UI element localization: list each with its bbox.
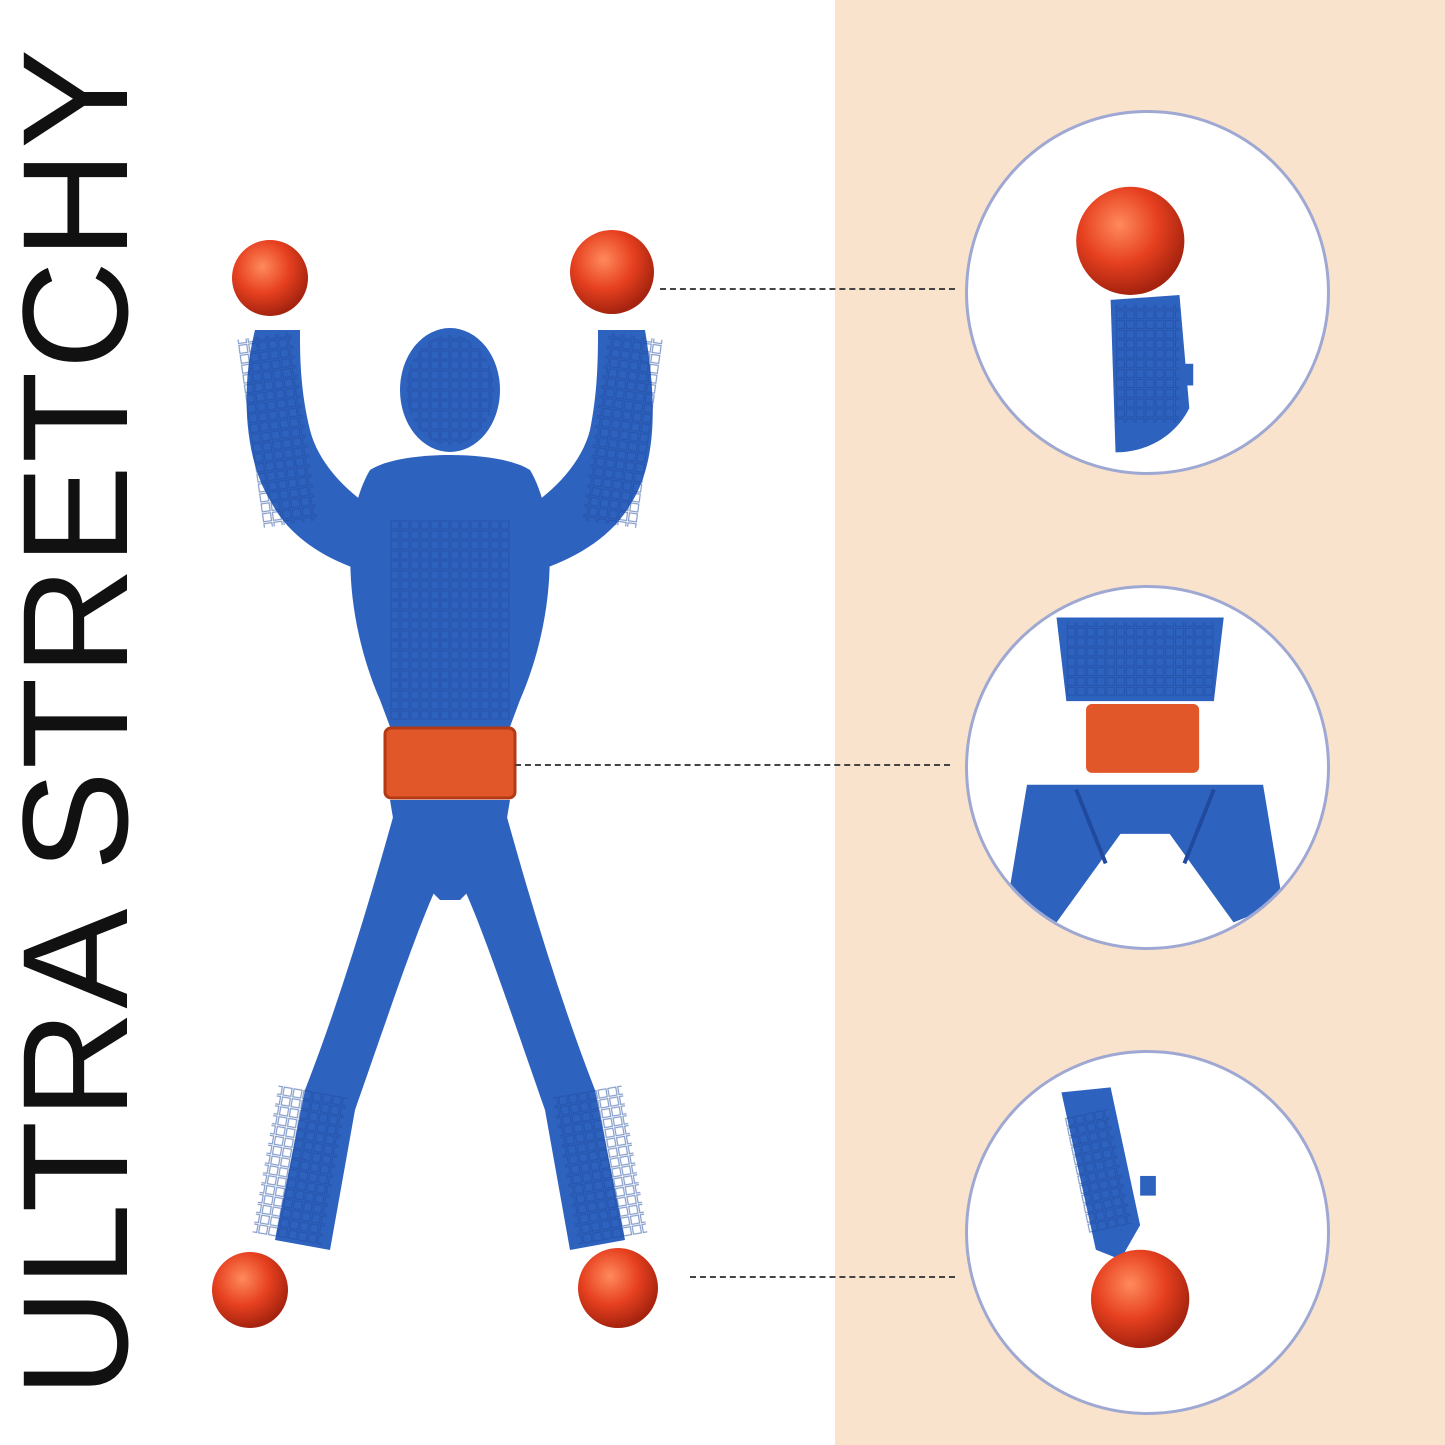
right-hand-ball	[570, 230, 654, 314]
right-foot-ball	[578, 1248, 658, 1328]
left-foot-ball	[212, 1252, 288, 1328]
left-hand-ball	[232, 240, 308, 316]
leader-line-foot	[690, 1276, 955, 1278]
sticky-foot-detail	[965, 1050, 1330, 1415]
stretchy-waist-detail	[965, 585, 1330, 950]
sticky-hand-detail	[965, 110, 1330, 475]
leader-line-waist	[515, 764, 950, 766]
leader-line-hand	[660, 288, 955, 290]
waist-belt	[385, 728, 515, 798]
